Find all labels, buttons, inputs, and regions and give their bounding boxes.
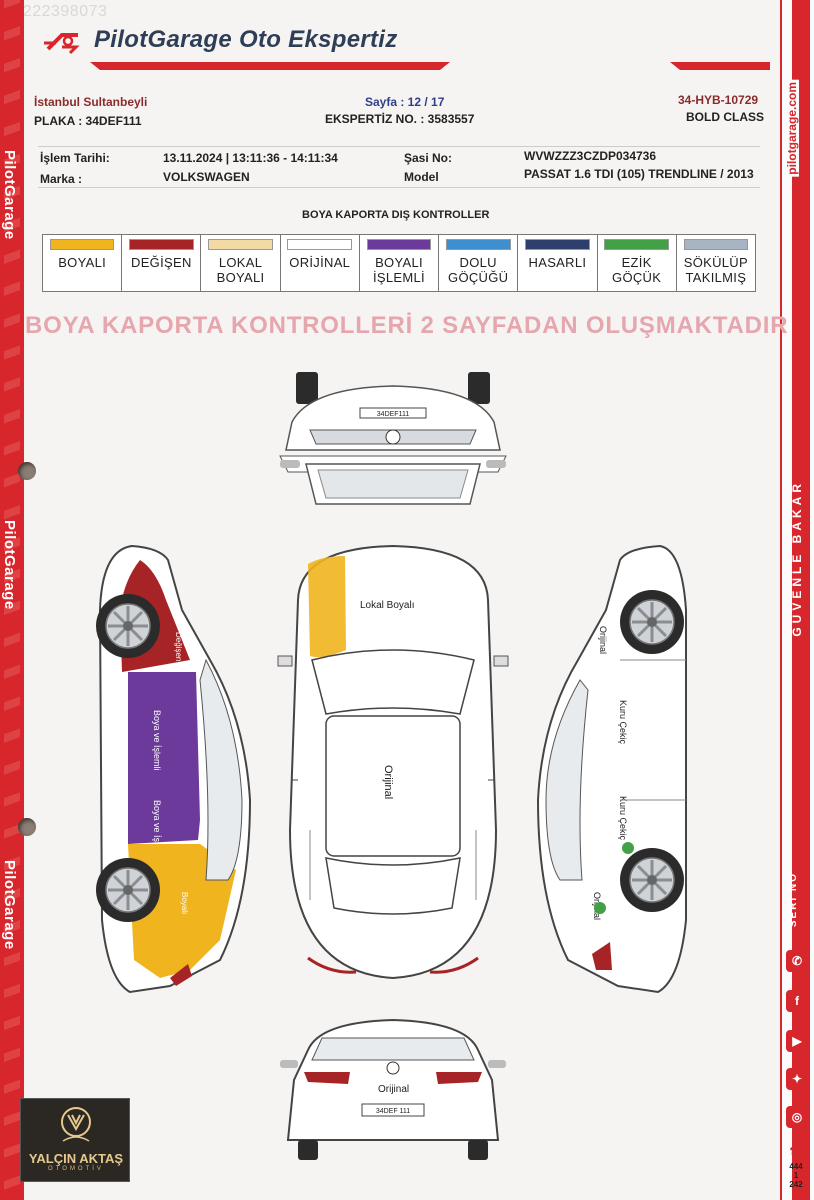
rear-view: Orijinal 34DEF 111 bbox=[280, 1018, 506, 1160]
legend-swatch bbox=[604, 239, 669, 250]
car-body-diagram: 34DEF111 Lokal Boyalı Orijinal Değişen B… bbox=[94, 372, 687, 1160]
left-changed-label: Değişen bbox=[174, 632, 183, 661]
website-text: pilotgarage.com bbox=[785, 80, 799, 177]
phone-code-part: 242 bbox=[789, 1180, 803, 1189]
legend-item: SÖKÜLÜP TAKILMIŞ bbox=[677, 235, 755, 291]
legend-swatch bbox=[287, 239, 353, 250]
left-strip-brand-text: PilotGarage bbox=[1, 860, 18, 950]
pages-notice: BOYA KAPORTA KONTROLLERİ 2 SAYFADAN OLUŞ… bbox=[25, 312, 789, 339]
legend-swatch bbox=[49, 239, 115, 250]
phone-code-part: 1 bbox=[793, 1171, 799, 1180]
legend-label: LOKAL BOYALI bbox=[216, 255, 265, 285]
top-view: Lokal Boyalı Orijinal bbox=[277, 544, 509, 980]
legend-swatch bbox=[208, 239, 273, 250]
slogan-text: GÜVENLE BAKAR bbox=[790, 480, 804, 637]
legend-label: DOLU GÖÇÜĞÜ bbox=[448, 255, 509, 285]
legend-title: BOYA KAPORTA DIŞ KONTROLLER bbox=[302, 209, 490, 221]
left-processed-label-2: Boya ve İşlemli bbox=[152, 800, 162, 861]
legend-swatch bbox=[525, 239, 590, 250]
chassis-value: WVWZZZ3CZDP034736 bbox=[524, 149, 657, 163]
legend-item: BOYALI bbox=[43, 235, 123, 291]
legend-item: HASARLI bbox=[518, 235, 598, 291]
left-painted-label: Boyalı bbox=[180, 892, 189, 914]
rear-original-label: Orijinal bbox=[378, 1084, 409, 1095]
pilotgarage-logo-icon bbox=[44, 33, 80, 55]
brand-label: Marka : bbox=[40, 172, 83, 186]
binder-hole bbox=[18, 462, 36, 480]
phone-code-part: 444 bbox=[789, 1162, 803, 1171]
left-strip-brand-text: PilotGarage bbox=[1, 150, 18, 240]
instagram-icon: ◎ bbox=[786, 1106, 808, 1128]
right-original-label-1: Orijinal bbox=[598, 626, 608, 654]
legend-item: ORİJİNAL bbox=[281, 235, 360, 291]
legend-label: HASARLI bbox=[528, 255, 587, 270]
dealer-logo-icon bbox=[61, 1107, 91, 1142]
page-number: Sayfa : 12 / 17 bbox=[365, 95, 445, 109]
youtube-icon: ▶ bbox=[786, 1030, 808, 1052]
legend-label: EZİK GÖÇÜK bbox=[612, 255, 662, 285]
process-date-value: 13.11.2024 | 13:11:36 - 14:11:34 bbox=[163, 151, 338, 165]
model-value: PASSAT 1.6 TDI (105) TRENDLINE / 2013 bbox=[524, 167, 754, 181]
legend-label: BOYALI İŞLEMLİ bbox=[373, 255, 425, 285]
legend-item: BOYALI İŞLEMLİ bbox=[360, 235, 440, 291]
dealer-seal-logo: YALÇIN AKTAŞ OTOMOTİV bbox=[20, 1098, 130, 1182]
report-number: EKSPERTİZ NO. : 3583557 bbox=[325, 112, 475, 126]
left-strip-brand-text: PilotGarage bbox=[1, 520, 18, 610]
right-dent-label-2: Kuru Çekiç bbox=[618, 796, 628, 841]
paint-legend: BOYALI DEĞİŞEN LOKAL BOYALI ORİJİNAL BOYALI … bbox=[42, 234, 756, 292]
right-side-view: Orijinal Kuru Çekiç Kuru Çekiç Orijinal bbox=[536, 544, 687, 994]
brand-title: PilotGarage Oto Ekspertiz bbox=[94, 26, 398, 53]
legend-swatch bbox=[366, 239, 432, 250]
legend-swatch bbox=[445, 239, 511, 250]
serial-label: SERİ NO bbox=[788, 872, 799, 928]
image-id-watermark: #1222398073 bbox=[4, 3, 108, 20]
vehicle-details-table: İşlem Tarihi: 13.11.2024 | 13:11:36 - 14… bbox=[38, 146, 760, 188]
left-brand-strip: PilotGarage PilotGarage PilotGarage bbox=[0, 0, 24, 1200]
binder-hole bbox=[18, 818, 36, 836]
dealer-plate: 34-HYB-10729 bbox=[678, 93, 759, 107]
legend-label: ORİJİNAL bbox=[289, 255, 351, 270]
legend-item: LOKAL BOYALI bbox=[201, 235, 281, 291]
chassis-label: Şasi No: bbox=[404, 151, 453, 165]
model-label: Model bbox=[404, 170, 439, 184]
legend-item: DOLU GÖÇÜĞÜ bbox=[439, 235, 519, 291]
plate-label: PLAKA : 34DEF111 bbox=[34, 114, 142, 128]
top-roof-label: Orijinal bbox=[382, 765, 394, 799]
dealer-seal-subtitle: OTOMOTİV bbox=[48, 1166, 104, 1172]
front-plate-text: 34DEF111 bbox=[377, 411, 410, 418]
twitter-icon: ✦ bbox=[786, 1068, 808, 1090]
legend-item: DEĞİŞEN bbox=[122, 235, 202, 291]
rear-plate-text: 34DEF 111 bbox=[376, 1108, 410, 1115]
left-processed-label-1: Boya ve İşlemli bbox=[152, 710, 162, 771]
dealer-name: BOLD CLASS bbox=[686, 110, 764, 124]
front-view: 34DEF111 bbox=[279, 372, 507, 505]
legend-label: SÖKÜLÜP TAKILMIŞ bbox=[683, 255, 748, 285]
header-divider bbox=[90, 62, 770, 70]
right-dent-label-1: Kuru Çekiç bbox=[618, 700, 628, 745]
left-side-view: Değişen Boya ve İşlemli Boya ve İşlemli … bbox=[94, 544, 252, 994]
legend-label: BOYALI bbox=[58, 255, 107, 270]
location-text: İstanbul Sultanbeyli bbox=[34, 95, 148, 109]
facebook-icon: f bbox=[786, 990, 808, 1012]
legend-swatch bbox=[129, 239, 194, 250]
dealer-seal-name: YALÇIN AKTAŞ bbox=[28, 1151, 124, 1166]
legend-item: EZİK GÖÇÜK bbox=[598, 235, 677, 291]
phone-icon: ☎ bbox=[789, 1144, 805, 1158]
legend-label: DEĞİŞEN bbox=[131, 255, 192, 270]
legend-swatch bbox=[683, 239, 749, 250]
process-date-label: İşlem Tarihi: bbox=[40, 151, 110, 165]
top-local-label: Lokal Boyalı bbox=[360, 600, 414, 611]
brand-value: VOLKSWAGEN bbox=[163, 170, 250, 184]
right-brand-strip: pilotgarage.com GÜVENLE BAKAR SERİ NO ✆ … bbox=[780, 0, 814, 1200]
whatsapp-icon: ✆ bbox=[786, 950, 808, 972]
